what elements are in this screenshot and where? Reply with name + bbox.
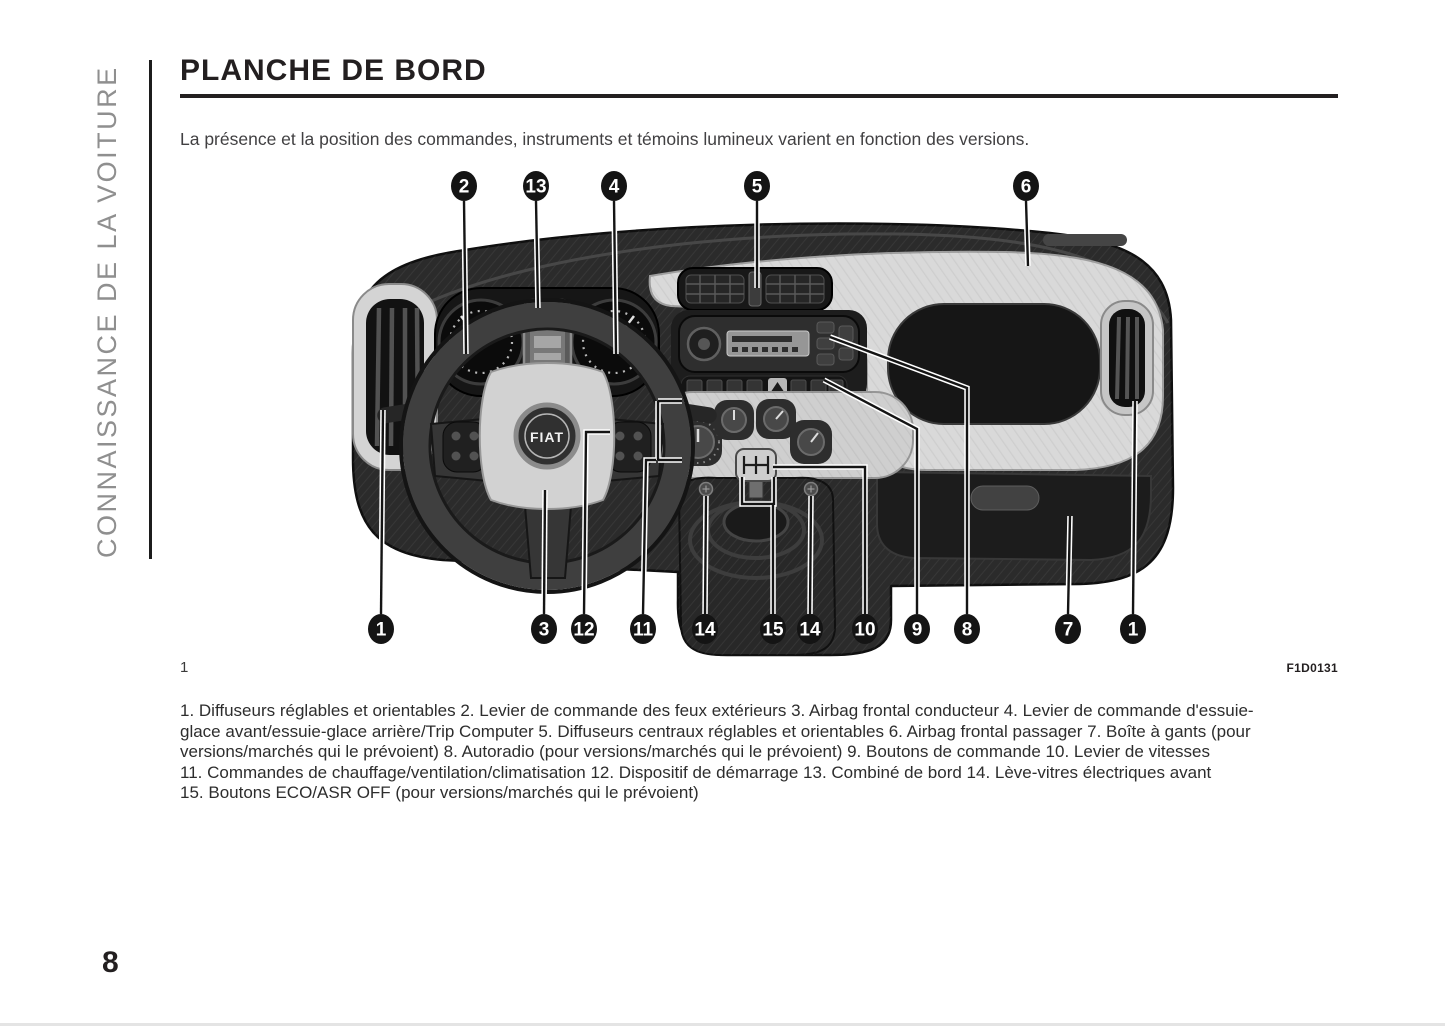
legend-text: 1. Diffuseurs réglables et orientables 2… [180,701,1254,803]
title-rule [180,94,1338,98]
leader-line [829,335,969,614]
callout-2: 2 [451,171,477,201]
bracket-climate [656,399,682,462]
callout-3: 3 [531,614,557,644]
svg-text:10: 10 [854,620,875,641]
radio [678,315,860,373]
svg-text:8: 8 [962,620,973,641]
intro-text: La présence et la position des commandes… [180,128,1030,149]
leader-line [612,200,618,355]
center-console [677,448,837,656]
wheel-buttons-left [442,421,488,473]
glovebox [876,470,1152,562]
leader-line [773,465,867,614]
callout-7: 7 [1055,614,1081,644]
svg-text:7: 7 [1063,620,1074,641]
svg-text:6: 6 [1021,177,1032,198]
sidebar-rule [149,60,152,559]
page-title: PLANCHE DE BORD [180,54,487,87]
page-number: 8 [102,946,119,979]
gear-lever [735,448,777,499]
figure-number: 1 [180,659,189,676]
right-air-vent [1100,300,1154,416]
svg-text:9: 9 [912,620,923,641]
callout-14: 14 [692,614,718,644]
section-sidebar-label: CONNAISSANCE DE LA VOITURE [92,65,122,558]
callout-6: 6 [1013,171,1039,201]
callout-10: 10 [852,614,878,644]
leader-line [1024,200,1030,267]
callout-1: 1 [1120,614,1146,644]
window-switch-right [803,481,819,497]
svg-text:1: 1 [376,620,387,641]
gear-pattern-icon [742,456,770,474]
callout-5: 5 [744,171,770,201]
leader-line [808,495,813,615]
svg-text:14: 14 [799,620,821,641]
svg-text:15: 15 [762,620,784,641]
callout-9: 9 [904,614,930,644]
leader-line [641,458,656,615]
steering-wheel: FIAT [399,298,695,594]
callout-14: 14 [797,614,823,644]
leader-line [703,495,708,615]
leader-line [462,200,468,355]
svg-text:1: 1 [1128,620,1139,641]
bracket-eco-buttons [740,477,776,506]
leader-line [1066,515,1072,615]
climate-controls [654,391,914,479]
leader-line [582,430,610,615]
passenger-airbag-recess [887,303,1101,425]
svg-text:14: 14 [694,620,716,641]
callout-15: 15 [760,614,786,644]
svg-text:3: 3 [539,620,550,641]
leader-line [1131,400,1137,615]
window-switch-left [698,481,714,497]
leader-line [534,200,540,309]
callout-12: 12 [571,614,597,644]
callout-8: 8 [954,614,980,644]
svg-text:11: 11 [633,620,654,641]
fiat-logo-text: FIAT [530,429,564,445]
page-bottom-edge [0,1023,1445,1026]
defroster-vent [1043,234,1127,246]
callout-13: 13 [523,171,549,201]
callout-4: 4 [601,171,627,201]
callout-1: 1 [368,614,394,644]
leader-line [823,378,919,614]
leader-line [379,409,385,615]
callout-11: 11 [630,614,656,644]
central-air-vent [677,267,833,311]
svg-text:5: 5 [752,177,763,198]
svg-text:12: 12 [573,620,594,641]
leader-line [542,489,547,615]
glovebox-handle [970,485,1040,511]
callout-brackets [655,398,777,507]
svg-text:2: 2 [459,177,470,198]
svg-text:4: 4 [609,177,620,198]
svg-text:13: 13 [525,177,546,198]
hazard-triangle-icon [771,382,784,391]
figure-code: F1D0131 [1286,661,1338,675]
